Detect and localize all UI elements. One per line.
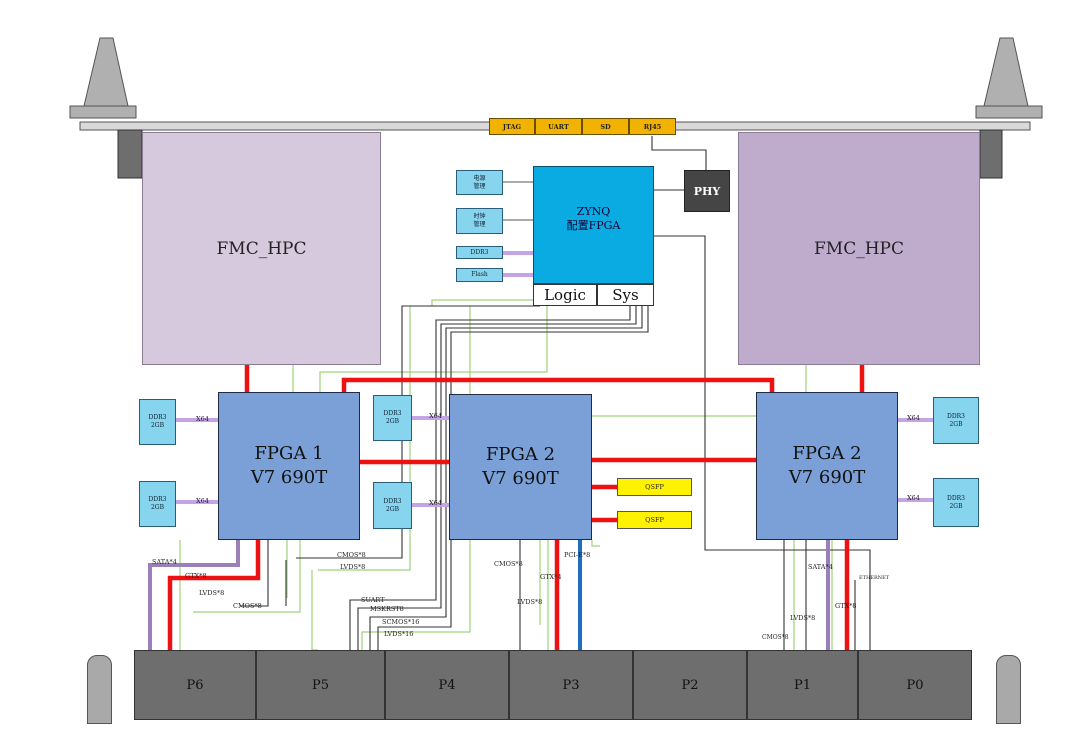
ddr-bus-label: X64 xyxy=(196,497,209,505)
fpga-2-right: FPGA 2 V7 690T xyxy=(756,392,898,540)
memory-bus-links xyxy=(176,251,933,507)
signal-label-gtx-p1: GTX*8 xyxy=(835,602,857,610)
qsfp-bottom: QSFP xyxy=(617,511,692,529)
ddr-bus-label: X64 xyxy=(196,415,209,423)
zynq-config-fpga: ZYNQ 配置FPGA xyxy=(533,166,654,284)
ddr-bus-label: X64 xyxy=(907,414,920,422)
signal-label-lvds-p1: LVDS*8 xyxy=(790,614,816,622)
port-p1: P1 xyxy=(747,650,858,720)
ddr3-fpga3-top: DDR3 2GB xyxy=(933,397,979,444)
ddr-bus-label: X64 xyxy=(429,499,442,507)
qsfp-top: QSFP xyxy=(617,478,692,496)
signal-label-mskrst: MSKRST8 xyxy=(370,605,404,613)
fmc-hpc-right: FMC_HPC xyxy=(738,132,980,365)
power-management: 电源 管理 xyxy=(456,170,503,195)
signal-label-gtx-p3: GTX*4 xyxy=(540,573,562,581)
fmc-hpc-left: FMC_HPC xyxy=(142,132,381,365)
signal-label-pcie: PCI-E*8 xyxy=(564,551,591,559)
right-ejector-handle xyxy=(983,37,1029,107)
zynq-logic-block: Logic xyxy=(533,284,597,306)
right-guide-pin xyxy=(996,655,1021,724)
signal-label-lvds-p6: LVDS*8 xyxy=(199,589,225,597)
left-handle-base xyxy=(69,105,137,119)
clock-management: 时钟 管理 xyxy=(456,208,503,234)
fpga-2-center: FPGA 2 V7 690T xyxy=(449,394,592,540)
signal-label-cmos-p1: CMOS*8 xyxy=(762,634,789,641)
connector-sd: SD xyxy=(582,118,629,135)
signal-label-suart: SUART xyxy=(361,596,385,604)
left-guide-pin xyxy=(87,655,112,724)
ddr3-fpga1-bottom: DDR3 2GB xyxy=(139,481,176,527)
ddr3-fpga2-top: DDR3 2GB xyxy=(373,395,412,441)
zynq-peripheral-links xyxy=(503,181,533,221)
phy-chip: PHY xyxy=(684,170,730,212)
signal-label-scmos: SCMOS*16 xyxy=(382,618,420,626)
left-mount-block xyxy=(117,129,143,179)
ddr-bus-label: X64 xyxy=(907,494,920,502)
zynq-ddr3: DDR3 xyxy=(456,246,503,259)
port-p6: P6 xyxy=(134,650,256,720)
signal-label-lvds16: LVDS*16 xyxy=(384,630,414,638)
left-ejector-handle xyxy=(83,37,129,107)
sata-links xyxy=(148,540,830,650)
signal-label-sata-p6: SATA*4 xyxy=(152,558,177,566)
signal-label-sata-p1: SATA*4 xyxy=(808,563,833,571)
signal-label-cmos-f2: CMOS*8 xyxy=(337,551,366,559)
port-p5: P5 xyxy=(256,650,385,720)
signal-label-cmos-p6: CMOS*8 xyxy=(233,602,262,610)
connector-uart: UART xyxy=(535,118,582,135)
port-p3: P3 xyxy=(509,650,633,720)
gtx-links xyxy=(167,365,865,650)
ddr-bus-label: X64 xyxy=(429,412,442,420)
connector-rj45: RJ45 xyxy=(629,118,676,135)
port-p4: P4 xyxy=(385,650,509,720)
signal-label-lvds-f2: LVDS*8 xyxy=(340,563,366,571)
signal-label-gtx-p6: GTX*8 xyxy=(185,572,207,580)
connector-jtag: JTAG xyxy=(489,118,535,135)
signal-label-cmos-p3: CMOS*8 xyxy=(494,560,523,568)
port-p2: P2 xyxy=(633,650,747,720)
right-mount-block xyxy=(979,129,1003,179)
signal-label-ethernet: ETHERNET xyxy=(859,575,890,581)
port-p0: P0 xyxy=(858,650,972,720)
zynq-flash: Flash xyxy=(456,268,503,282)
zynq-sys-block: Sys xyxy=(597,284,654,306)
ddr3-fpga1-top: DDR3 2GB xyxy=(139,399,176,445)
ddr3-fpga3-bottom: DDR3 2GB xyxy=(933,478,979,527)
right-handle-base xyxy=(975,105,1043,119)
signal-label-lvds-p3: LVDS*8 xyxy=(517,598,543,606)
fpga-1: FPGA 1 V7 690T xyxy=(218,392,360,540)
ddr3-fpga2-bottom: DDR3 2GB xyxy=(373,482,412,529)
